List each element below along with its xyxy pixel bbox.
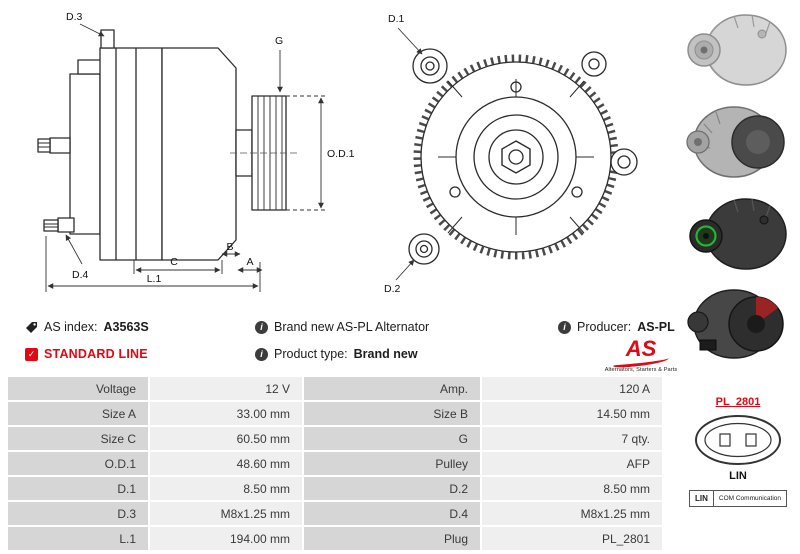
alternator-photo-black-green-pulley[interactable] — [682, 190, 794, 278]
alternator-photo-rear-grey[interactable] — [682, 98, 794, 186]
as-pl-logo-text: AS — [625, 336, 657, 361]
check-icon: ✓ — [25, 347, 38, 361]
spec-value: 12 V — [150, 377, 302, 400]
spec-label: D.2 — [304, 477, 480, 500]
spec-label: Plug — [304, 527, 480, 550]
as-pl-logo-subtext: Alternators, Starters & Parts — [604, 367, 678, 373]
info-icon: i — [255, 320, 268, 334]
spec-label: Size A — [8, 402, 148, 425]
spec-value: 48.60 mm — [150, 452, 302, 475]
alternator-side-view-diagram: D.3 G O.D.1 D.4 C B A L.1 — [37, 11, 355, 292]
standard-line-row: ✓ STANDARD LINE — [25, 347, 148, 361]
dim-label-l1: L.1 — [147, 273, 162, 285]
product-type-label: Product type: — [274, 347, 348, 361]
standard-line-label: STANDARD LINE — [44, 347, 148, 361]
alternator-photo-rear-black[interactable] — [682, 282, 794, 370]
dim-label-d4: D.4 — [72, 269, 89, 281]
brand-new-text: Brand new AS-PL Alternator — [274, 320, 430, 334]
spec-label: Pulley — [304, 452, 480, 475]
spec-table: Voltage 12 V Amp. 120 A Size A 33.00 mm … — [8, 377, 662, 550]
spec-value: 14.50 mm — [482, 402, 662, 425]
product-type-row: i Product type: Brand new — [255, 347, 418, 361]
spec-value: 194.00 mm — [150, 527, 302, 550]
alternator-front-view-diagram: D.1 D.2 — [384, 13, 638, 295]
dim-label-a: A — [246, 256, 253, 268]
product-photo-column: PL_2801 LIN LIN COM Communication — [682, 6, 794, 507]
spec-value: 8.50 mm — [482, 477, 662, 500]
producer-row: i Producer: AS-PL — [558, 320, 675, 334]
brand-new-row: i Brand new AS-PL Alternator — [255, 320, 429, 334]
tag-icon — [26, 321, 37, 333]
info-icon: i — [255, 347, 268, 361]
alternator-photo-front-silver[interactable] — [682, 6, 794, 94]
as-index-label: AS index: — [44, 320, 98, 334]
plug-code-link[interactable]: PL_2801 — [715, 396, 761, 408]
spec-label: Amp. — [304, 377, 480, 400]
spec-label: G — [304, 427, 480, 450]
spec-value: PL_2801 — [482, 527, 662, 550]
as-pl-logo: AS Alternators, Starters & Parts — [598, 336, 684, 374]
dim-label-c: C — [170, 256, 178, 268]
spec-label: Size B — [304, 402, 480, 425]
product-type-value: Brand new — [353, 347, 418, 361]
alternator-side-body — [37, 29, 287, 261]
spec-label: O.D.1 — [8, 452, 148, 475]
spec-value: 60.50 mm — [150, 427, 302, 450]
plug-connector-drawing — [695, 415, 781, 465]
alternator-front-body — [408, 48, 638, 265]
dim-label-d3: D.3 — [66, 11, 83, 23]
spec-label: D.1 — [8, 477, 148, 500]
spec-value: M8x1.25 mm — [150, 502, 302, 525]
lin-box-right: COM Communication — [718, 495, 782, 502]
dimension-lines — [45, 23, 326, 292]
dimension-lines — [395, 27, 423, 281]
spec-label: Size C — [8, 427, 148, 450]
lin-com-box: LIN COM Communication — [688, 490, 788, 507]
dim-label-d1: D.1 — [388, 13, 405, 25]
dim-label-g: G — [275, 35, 283, 47]
spec-label: L.1 — [8, 527, 148, 550]
dim-label-b: B — [226, 241, 233, 253]
producer-value: AS-PL — [637, 320, 675, 334]
spec-value: 33.00 mm — [150, 402, 302, 425]
producer-label: Producer: — [577, 320, 632, 334]
spec-value: 8.50 mm — [150, 477, 302, 500]
spec-label: Voltage — [8, 377, 148, 400]
lin-label: LIN — [729, 470, 747, 482]
spec-value: 120 A — [482, 377, 662, 400]
info-icon: i — [558, 320, 571, 334]
dim-label-od1: O.D.1 — [327, 148, 355, 160]
as-index-value: A3563S — [103, 320, 149, 334]
as-index-row: AS index: A3563S — [25, 320, 149, 334]
spec-value: 7 qty. — [482, 427, 662, 450]
dim-label-d2: D.2 — [384, 283, 401, 295]
spec-label: D.4 — [304, 502, 480, 525]
spec-value: AFP — [482, 452, 662, 475]
lin-box-left: LIN — [690, 491, 714, 506]
spec-value: M8x1.25 mm — [482, 502, 662, 525]
spec-label: D.3 — [8, 502, 148, 525]
